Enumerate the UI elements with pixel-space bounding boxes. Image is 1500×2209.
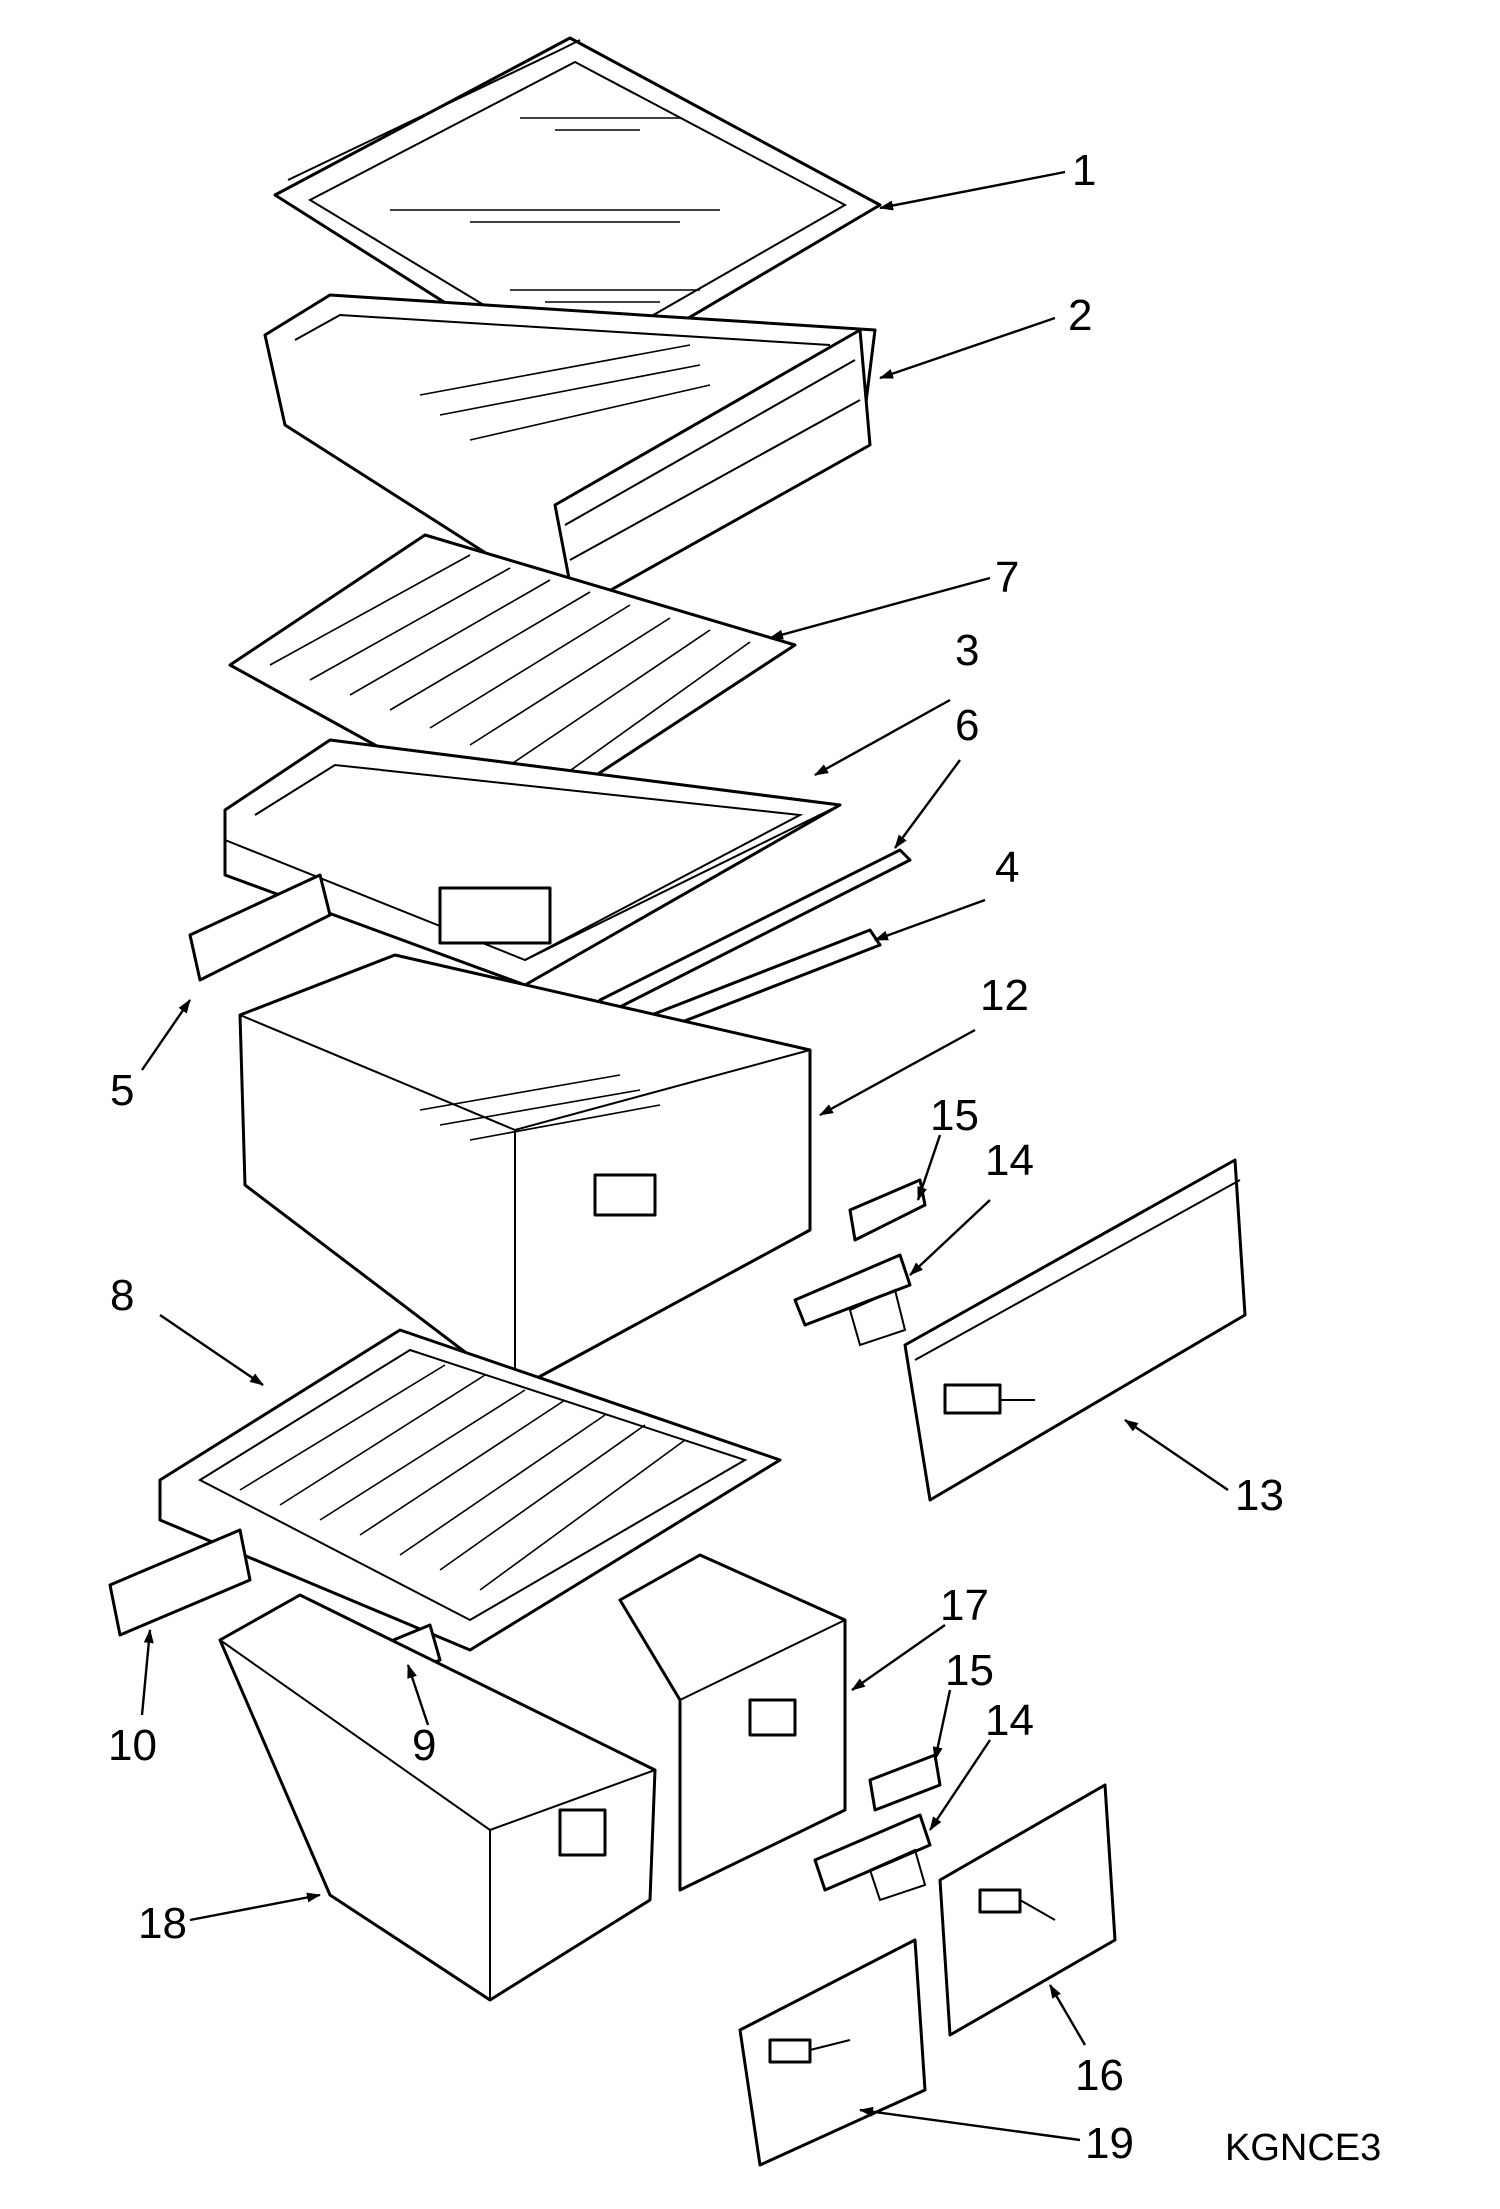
- callout-labels: 1 2 7 3 6 4 5 12 15 14 13 8 10 9 17 15 1…: [108, 146, 1381, 2169]
- callout-3: 3: [955, 626, 979, 675]
- part-16-drawer-front: [938, 1783, 1117, 2037]
- part-17-drawer: [618, 1553, 847, 1892]
- part-14-handle-upper: [793, 1253, 912, 1347]
- callout-17: 17: [940, 1581, 989, 1630]
- callout-2: 2: [1068, 291, 1092, 340]
- drawing-code: KGNCE3: [1225, 2127, 1381, 2169]
- part-5-rail: [188, 873, 332, 982]
- callout-7: 7: [995, 553, 1019, 602]
- callout-9: 9: [412, 1721, 436, 1770]
- part-14-handle-lower: [813, 1813, 932, 1902]
- part-18-drawer: [218, 1593, 657, 2002]
- part-10-rail: [108, 1528, 252, 1637]
- part-12-drawer: [238, 953, 812, 1392]
- callout-1: 1: [1072, 146, 1096, 195]
- callout-8: 8: [110, 1271, 134, 1320]
- callout-19: 19: [1085, 2119, 1134, 2168]
- callout-14-lower: 14: [985, 1696, 1034, 1745]
- part-8-shelf: [158, 1328, 782, 1652]
- callout-5: 5: [110, 1066, 134, 1115]
- part-2-pan: [263, 293, 877, 612]
- callout-12: 12: [980, 971, 1029, 1020]
- callout-15-lower: 15: [945, 1646, 994, 1695]
- callout-4: 4: [995, 843, 1019, 892]
- callout-10: 10: [108, 1721, 157, 1770]
- callout-16: 16: [1075, 2051, 1124, 2100]
- part-15-bracket-lower: [868, 1753, 942, 1812]
- callout-18: 18: [138, 1899, 187, 1948]
- part-19-drawer-front: [738, 1938, 927, 2167]
- callout-6: 6: [955, 701, 979, 750]
- callout-15-upper: 15: [930, 1091, 979, 1140]
- callout-14-upper: 14: [985, 1136, 1034, 1185]
- part-3-frame: [223, 738, 842, 987]
- part-13-drawer-front: [903, 1158, 1247, 1502]
- leader-lines: [140, 170, 1229, 2142]
- part-15-bracket-upper: [848, 1178, 927, 1242]
- callout-13: 13: [1235, 1471, 1284, 1520]
